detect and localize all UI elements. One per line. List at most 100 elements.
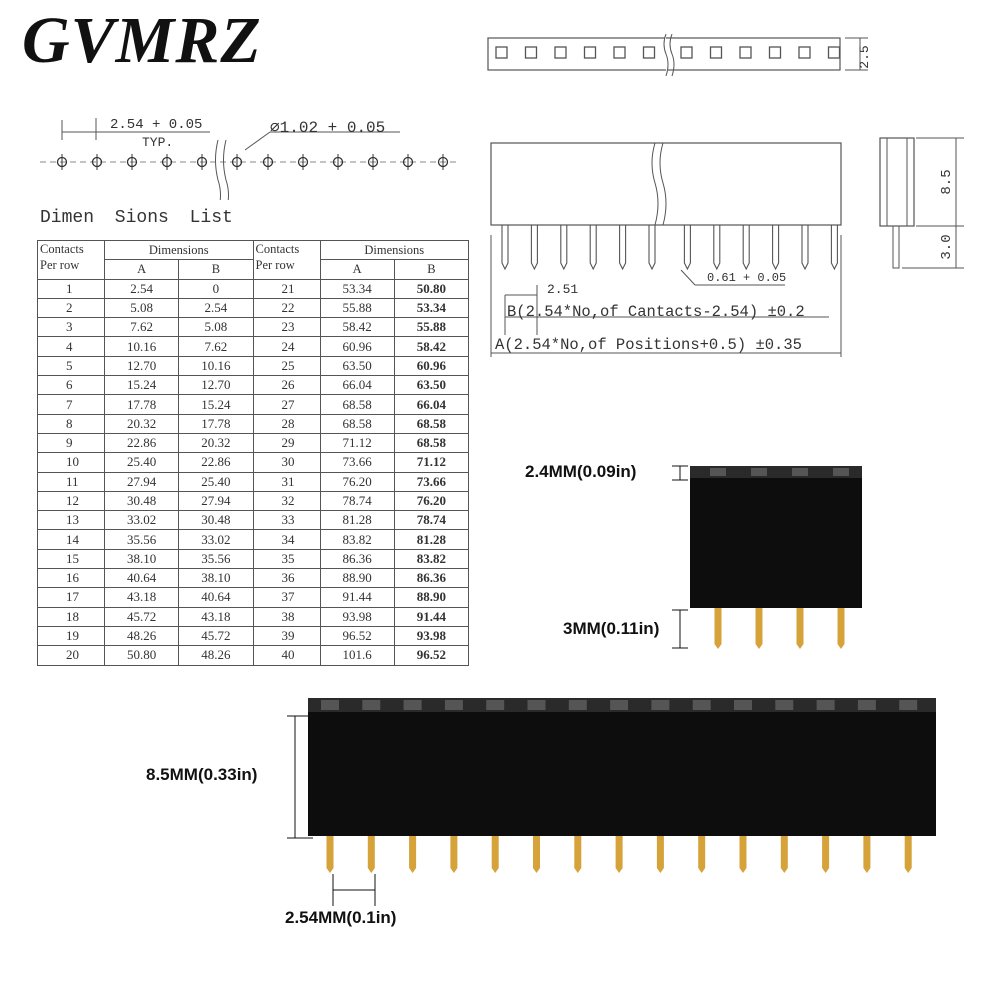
table-cell: 13 — [37, 510, 105, 531]
table-cell: 5.08 — [103, 297, 180, 319]
large-pin — [367, 836, 375, 868]
table-cell: 27 — [252, 394, 321, 415]
table-cell: 58.42 — [393, 336, 470, 357]
table-cell: 24 — [252, 336, 321, 357]
top-view-slot — [495, 46, 508, 59]
large-pin-tip — [780, 868, 788, 873]
top-view-slot — [554, 46, 567, 59]
front-pin — [772, 225, 780, 271]
top-view-slot — [709, 46, 723, 59]
table-cell: 20.32 — [178, 432, 254, 454]
large-pin-tip — [615, 868, 623, 873]
small-pin-tip — [796, 644, 804, 649]
brand-logo: GVMRZ — [22, 4, 262, 77]
pin-length-label: 3MM(0.11in) — [563, 619, 660, 638]
front-pin — [619, 225, 627, 271]
top-view-slot — [680, 46, 693, 59]
table-cell: 68.58 — [393, 432, 470, 454]
table-cell: 55.88 — [393, 317, 470, 338]
table-cell: 25.40 — [103, 452, 180, 473]
table-cell: 30.48 — [103, 490, 180, 512]
hole-diameter-label: ∅1.02 + 0.05 — [270, 119, 385, 137]
table-cell: 1 — [37, 278, 105, 299]
table-cell: 25 — [252, 355, 321, 377]
small-slot — [751, 468, 767, 476]
top-view-slot — [798, 46, 811, 59]
front-pin — [530, 225, 538, 271]
table-cell: 11 — [37, 471, 105, 492]
table-cell: 21 — [252, 278, 321, 299]
large-pin — [326, 836, 334, 868]
large-pin — [780, 836, 788, 868]
small-pin — [714, 608, 722, 644]
table-cell: 30 — [252, 452, 321, 473]
table-cell: 71.12 — [319, 432, 395, 454]
col-a-header: A — [319, 259, 395, 280]
table-cell: 12.70 — [178, 375, 254, 396]
table-cell: 38.10 — [178, 568, 254, 589]
table-cell: 2.54 — [103, 278, 180, 299]
front-pin — [589, 225, 597, 271]
front-pin — [742, 225, 750, 271]
table-cell: 17 — [37, 587, 105, 608]
table-cell: 40 — [252, 645, 321, 666]
table-cell: 39 — [252, 625, 321, 647]
large-slot — [857, 700, 876, 710]
table-cell: 19 — [37, 625, 105, 647]
large-pin — [904, 836, 912, 868]
table-cell: 71.12 — [393, 452, 470, 473]
large-slot — [899, 700, 918, 710]
table-cell: 91.44 — [319, 587, 395, 608]
table-cell: 83.82 — [319, 529, 395, 550]
table-cell: 36 — [252, 568, 321, 589]
table-cell: 101.6 — [319, 645, 395, 666]
small-pin-tip — [755, 644, 763, 649]
table-cell: 9 — [37, 432, 105, 454]
front-b-label: B(2.54*No,of Cantacts-2.54) ±0.2 — [507, 303, 805, 321]
table-cell: 7.62 — [103, 317, 180, 338]
table-cell: 68.58 — [319, 413, 395, 434]
large-pin — [822, 836, 830, 868]
front-pin — [713, 225, 721, 271]
table-cell: 60.96 — [393, 355, 470, 377]
table-cell: 76.20 — [319, 471, 395, 492]
table-cell: 20 — [37, 645, 105, 666]
table-cell: 93.98 — [393, 625, 470, 647]
table-cell: 35 — [252, 548, 321, 570]
large-pin-tip — [409, 868, 417, 873]
table-cell: 38 — [252, 606, 321, 627]
top-view-slot — [613, 46, 626, 59]
large-pin-tip — [656, 868, 664, 873]
col-b-header: B — [178, 259, 254, 280]
small-slot — [833, 468, 849, 476]
table-cell: 22.86 — [178, 452, 254, 473]
large-pin — [574, 836, 582, 868]
top-view-slot — [739, 46, 752, 59]
table-cell: 6 — [37, 375, 105, 396]
table-cell: 30.48 — [178, 510, 254, 531]
table-cell: 78.74 — [393, 510, 470, 531]
table-cell: 27.94 — [178, 490, 254, 512]
table-cell: 17.78 — [178, 413, 254, 434]
pitch-dimension-lines — [332, 874, 376, 906]
front-pin — [830, 225, 838, 271]
table-cell: 88.90 — [393, 587, 470, 608]
large-pin — [491, 836, 499, 868]
table-cell: 45.72 — [103, 606, 180, 627]
table-cell: 78.74 — [319, 490, 395, 512]
large-slot — [734, 700, 752, 710]
large-dimension-lines — [287, 715, 313, 839]
table-cell: 7 — [37, 394, 105, 415]
small-pin — [796, 608, 804, 644]
small-header-photo — [690, 466, 862, 649]
top-view-slot — [642, 46, 656, 59]
top-height-label: 2.4MM(0.09in) — [525, 462, 637, 481]
table-cell: 29 — [252, 432, 321, 454]
